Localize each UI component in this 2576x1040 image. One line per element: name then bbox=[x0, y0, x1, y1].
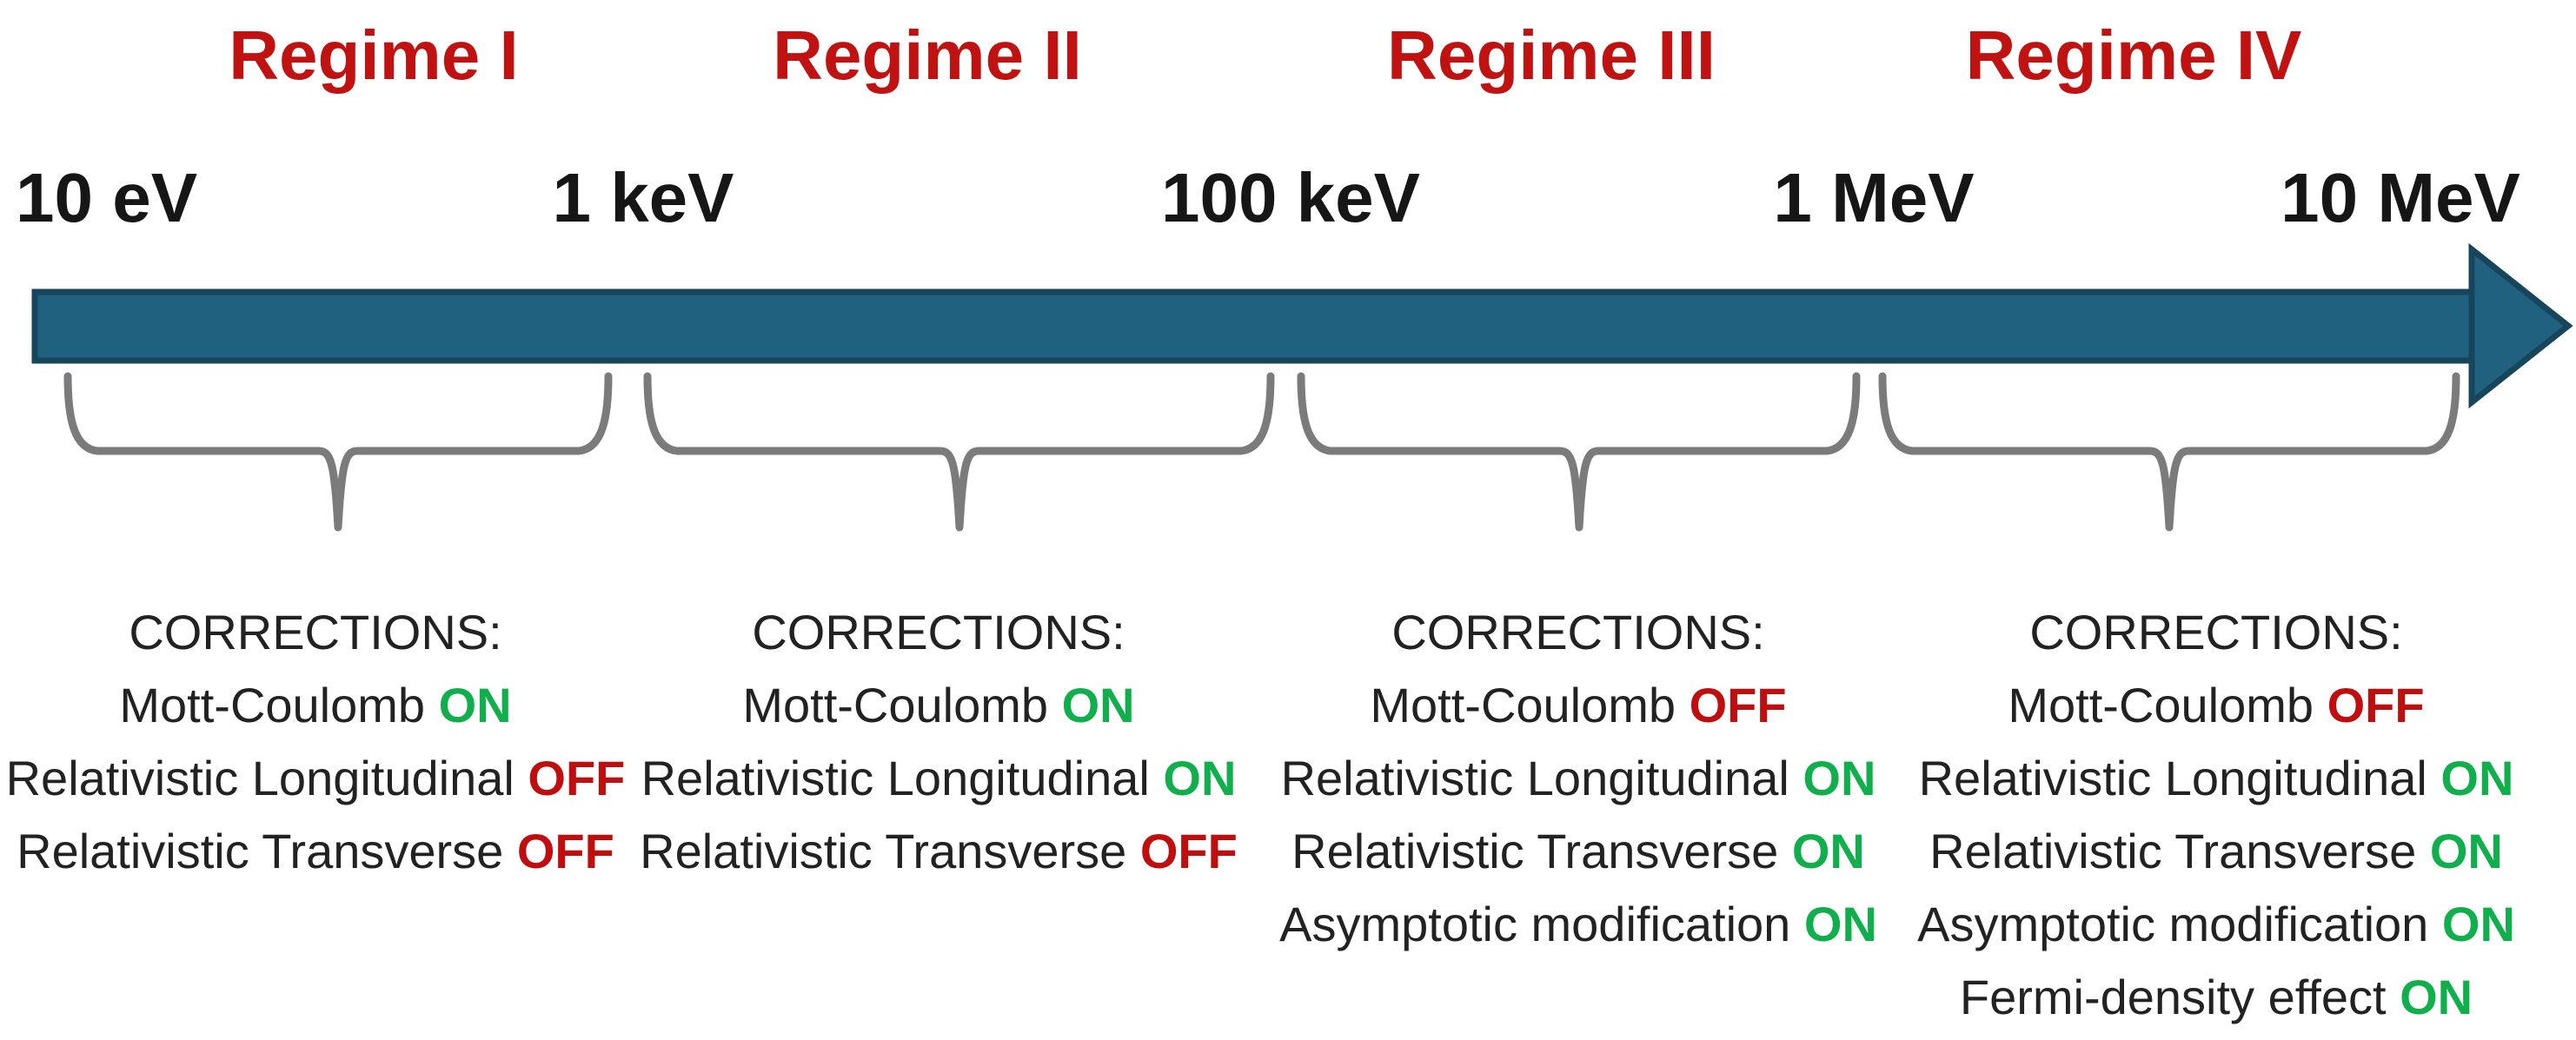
corrections-heading: CORRECTIONS: bbox=[1391, 605, 1765, 659]
correction-label: Relativistic Transverse bbox=[1929, 824, 2417, 878]
energy-axis-arrowhead-icon bbox=[2468, 242, 2573, 409]
correction-state: ON bbox=[1061, 678, 1135, 732]
energy-label-10mev: 10 MeV bbox=[2281, 159, 2520, 236]
correction-state: OFF bbox=[2327, 678, 2425, 732]
correction-item: Relativistic Longitudinal ON bbox=[1279, 742, 1877, 815]
correction-label: Relativistic Longitudinal bbox=[1280, 751, 1789, 805]
correction-item: Mott-Coulomb OFF bbox=[1279, 669, 1877, 742]
regime-3-brace bbox=[1297, 372, 1861, 532]
correction-state: ON bbox=[1163, 751, 1237, 805]
correction-state: ON bbox=[2441, 897, 2515, 951]
regime-2-title: Regime II bbox=[773, 17, 1082, 94]
correction-item: Mott-Coulomb OFF bbox=[1917, 669, 2515, 742]
regime-1-corrections-column: CORRECTIONS: Mott-Coulomb ON Relativisti… bbox=[6, 596, 626, 888]
regime-4-corrections-column: CORRECTIONS: Mott-Coulomb OFF Relativist… bbox=[1917, 596, 2515, 1034]
correction-state: ON bbox=[1791, 824, 1865, 878]
correction-state: OFF bbox=[516, 824, 614, 878]
correction-item: Relativistic Transverse OFF bbox=[6, 815, 626, 888]
corrections-heading: CORRECTIONS: bbox=[2029, 605, 2403, 659]
corrections-heading: CORRECTIONS: bbox=[752, 605, 1125, 659]
correction-label: Asymptotic modification bbox=[1279, 897, 1791, 951]
correction-label: Relativistic Longitudinal bbox=[1918, 751, 2427, 805]
correction-state: ON bbox=[438, 678, 512, 732]
correction-item: Asymptotic modification ON bbox=[1917, 888, 2515, 961]
correction-state: ON bbox=[2400, 970, 2473, 1024]
correction-item: Asymptotic modification ON bbox=[1279, 888, 1877, 961]
correction-item: Fermi-density effect ON bbox=[1917, 961, 2515, 1034]
correction-label: Relativistic Longitudinal bbox=[641, 751, 1150, 805]
correction-state: ON bbox=[2440, 751, 2514, 805]
correction-state: OFF bbox=[1689, 678, 1787, 732]
energy-label-10ev: 10 eV bbox=[16, 159, 198, 236]
regime-3-corrections-column: CORRECTIONS: Mott-Coulomb OFF Relativist… bbox=[1279, 596, 1877, 961]
regime-1-title: Regime I bbox=[229, 17, 519, 94]
correction-state: ON bbox=[2429, 824, 2503, 878]
correction-label: Relativistic Transverse bbox=[1291, 824, 1779, 878]
correction-label: Mott-Coulomb bbox=[742, 678, 1049, 732]
correction-item: Relativistic Transverse ON bbox=[1917, 815, 2515, 888]
energy-label-1kev: 1 keV bbox=[552, 159, 734, 236]
correction-state: ON bbox=[1803, 751, 1876, 805]
correction-item: Mott-Coulomb ON bbox=[6, 669, 626, 742]
correction-item: Relativistic Transverse OFF bbox=[640, 815, 1238, 888]
regime-1-brace bbox=[63, 372, 613, 532]
energy-label-1mev: 1 MeV bbox=[1773, 159, 1975, 236]
energy-label-100kev: 100 keV bbox=[1160, 159, 1421, 236]
correction-state: OFF bbox=[1139, 824, 1238, 878]
correction-label: Relativistic Transverse bbox=[17, 824, 504, 878]
correction-label: Fermi-density effect bbox=[1959, 970, 2387, 1024]
correction-item: Relativistic Longitudinal ON bbox=[640, 742, 1238, 815]
correction-label: Mott-Coulomb bbox=[1370, 678, 1676, 732]
regime-3-title: Regime III bbox=[1387, 17, 1716, 94]
regime-2-brace bbox=[643, 372, 1275, 532]
correction-item: Relativistic Longitudinal ON bbox=[1917, 742, 2515, 815]
correction-item: Relativistic Longitudinal OFF bbox=[6, 742, 626, 815]
correction-item: Mott-Coulomb ON bbox=[640, 669, 1238, 742]
corrections-heading: CORRECTIONS: bbox=[129, 605, 502, 659]
correction-state: ON bbox=[1803, 897, 1877, 951]
regime-4-brace bbox=[1878, 372, 2460, 532]
regime-4-title: Regime IV bbox=[1965, 17, 2302, 94]
regime-2-corrections-column: CORRECTIONS: Mott-Coulomb ON Relativisti… bbox=[640, 596, 1238, 888]
correction-item: Relativistic Transverse ON bbox=[1279, 815, 1877, 888]
correction-label: Asymptotic modification bbox=[1917, 897, 2429, 951]
correction-label: Relativistic Longitudinal bbox=[5, 751, 515, 805]
correction-state: OFF bbox=[528, 751, 626, 805]
correction-label: Mott-Coulomb bbox=[119, 678, 426, 732]
energy-axis-bar bbox=[31, 288, 2480, 364]
correction-label: Mott-Coulomb bbox=[2008, 678, 2314, 732]
energy-axis-arrow bbox=[31, 242, 2573, 409]
correction-label: Relativistic Transverse bbox=[640, 824, 1127, 878]
